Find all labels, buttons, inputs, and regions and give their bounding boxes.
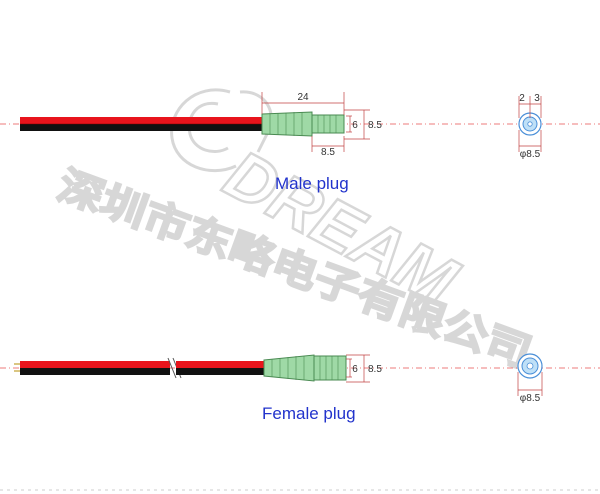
female-dim-inner-diameter: 6 xyxy=(352,364,358,375)
female-end-view-dims xyxy=(517,372,543,396)
male-dim-inner-diameter: 6 xyxy=(352,120,358,131)
female-plug-body xyxy=(263,354,347,382)
male-end-dim-diameter: φ8.5 xyxy=(520,149,541,160)
female-plug-caption: Female plug xyxy=(262,404,356,423)
male-end-view-dims xyxy=(518,96,542,152)
female-dimension-lines xyxy=(346,354,370,383)
female-dim-outer-diameter: 8.5 xyxy=(368,364,382,375)
female-plug-wire xyxy=(14,357,264,379)
male-plug-wire xyxy=(20,117,262,131)
male-end-dim-right: 3 xyxy=(534,93,540,104)
male-plug-caption: Male plug xyxy=(275,174,349,193)
male-plug-body xyxy=(261,111,345,137)
male-dim-tip-length: 8.5 xyxy=(321,147,335,158)
male-dim-length: 24 xyxy=(297,92,309,103)
male-dimension-lines xyxy=(261,92,370,152)
male-end-dim-left: 2 xyxy=(519,93,525,104)
female-end-dim-diameter: φ8.5 xyxy=(520,393,541,404)
male-dim-outer-diameter: 8.5 xyxy=(368,120,382,131)
female-end-view xyxy=(517,353,543,379)
